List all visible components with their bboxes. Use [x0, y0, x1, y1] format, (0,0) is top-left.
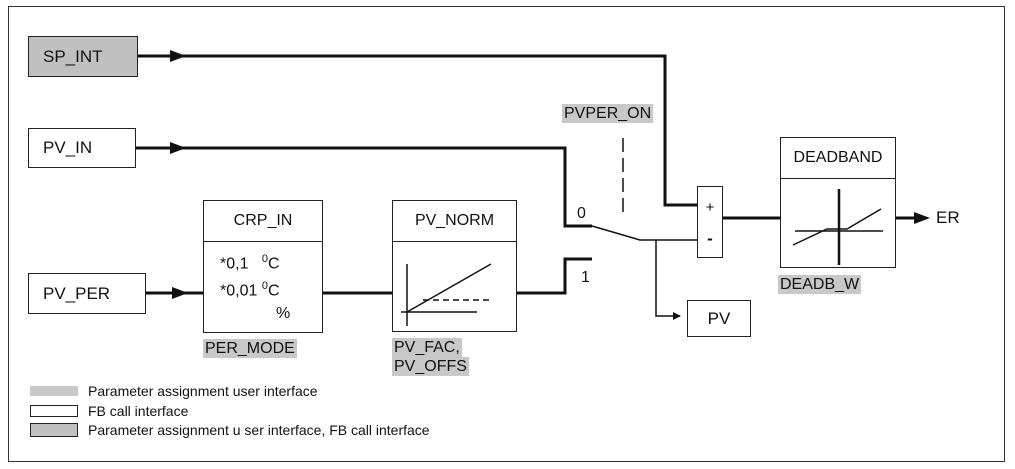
- legend-label-1: Parameter assignment user interface: [88, 383, 318, 399]
- sp-int-label: SP_INT: [43, 46, 103, 66]
- deadband-curve-icon: [792, 189, 883, 265]
- summing-junction: + -: [697, 186, 723, 258]
- deadband-block: DEADBAND: [780, 137, 896, 268]
- switch-pos-1: 1: [581, 269, 590, 286]
- deadband-title: DEADBAND: [781, 138, 895, 179]
- switch-pos-0: 0: [577, 205, 586, 222]
- summer-plus: +: [705, 199, 715, 216]
- legend-label-3: Parameter assignment u ser interface, FB…: [88, 422, 430, 438]
- crp-in-row-2: *0,01 0C: [220, 280, 280, 300]
- legend-swatch-white: [30, 405, 78, 417]
- pv-per-label: PV_PER: [43, 283, 111, 303]
- legend-swatch-gray-bordered: [30, 423, 78, 437]
- pv-offs-param: PV_OFFS: [392, 357, 469, 376]
- per-mode-param: PER_MODE: [203, 339, 297, 358]
- normalization-graph-icon: [401, 263, 493, 326]
- legend-both: Parameter assignment u ser interface, FB…: [30, 422, 430, 438]
- pv-in-block: PV_IN: [28, 128, 136, 168]
- diagram-frame: [8, 6, 1005, 462]
- summer-minus: -: [707, 229, 713, 248]
- pv-tap-wire: [655, 240, 681, 320]
- pvper-on-param: PVPER_ON: [562, 104, 654, 123]
- pv-in-label: PV_IN: [43, 138, 93, 157]
- crp-in-row-1: *0,1 0C: [220, 253, 280, 273]
- legend-swatch-light-gray: [30, 386, 78, 396]
- sp-int-wire: [138, 54, 697, 207]
- pv-fac-param: PV_FAC,: [392, 338, 462, 357]
- pv-norm-block: PV_NORM: [392, 200, 517, 332]
- pv-per-block: PV_PER: [28, 273, 146, 314]
- legend-label-2: FB call interface: [88, 403, 189, 419]
- pv-output-label: PV: [707, 308, 731, 328]
- norm-to-switch-wire: [517, 257, 592, 295]
- switch-contact: [591, 225, 697, 241]
- crp-in-row-3: %: [276, 304, 291, 322]
- legend-fb-call: FB call interface: [30, 403, 188, 419]
- sp-int-block: SP_INT: [28, 36, 138, 77]
- crp-in-title: CRP_IN: [204, 201, 322, 242]
- er-output-label: ER: [936, 208, 960, 227]
- pv-in-wire: [136, 146, 592, 228]
- legend-param-ui: Parameter assignment user interface: [30, 383, 318, 399]
- deadb-w-param: DEADB_W: [778, 275, 862, 294]
- pv-output-block: PV: [687, 300, 751, 337]
- pv-norm-title: PV_NORM: [393, 201, 516, 242]
- crp-in-block: CRP_IN *0,1 0C *0,01 0C %: [203, 200, 323, 333]
